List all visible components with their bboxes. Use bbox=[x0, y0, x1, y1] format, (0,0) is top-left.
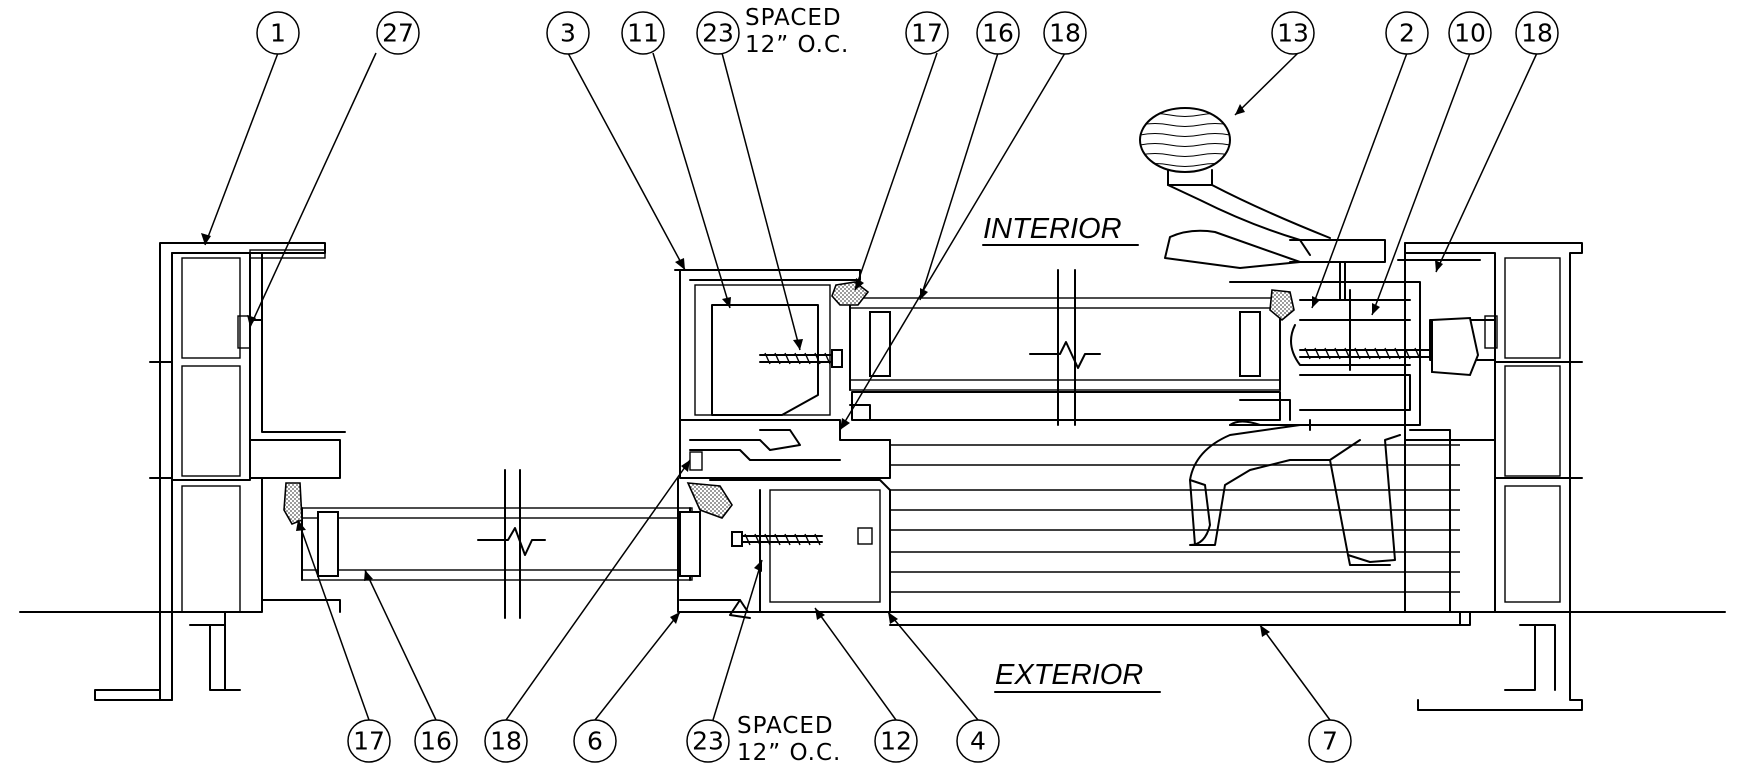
callout-18-top-right: 18 bbox=[1515, 11, 1559, 55]
leader-lines bbox=[204, 52, 1538, 721]
label-interior: INTERIOR bbox=[982, 213, 1139, 246]
callout-18-bottom: 18 bbox=[484, 719, 528, 763]
svg-text:10: 10 bbox=[1454, 19, 1486, 48]
callout-23-bottom: 23 bbox=[686, 719, 730, 763]
exterior-sash bbox=[283, 469, 891, 619]
svg-text:11: 11 bbox=[627, 19, 659, 48]
svg-text:1: 1 bbox=[270, 19, 286, 48]
meeting-rail-lines bbox=[889, 429, 1471, 626]
note-bottom-line2: 12” O.C. bbox=[737, 740, 841, 766]
svg-text:7: 7 bbox=[1322, 727, 1338, 756]
svg-text:2: 2 bbox=[1399, 19, 1415, 48]
svg-text:12: 12 bbox=[880, 727, 912, 756]
label-exterior: EXTERIOR bbox=[994, 659, 1161, 693]
callout-12: 12 bbox=[874, 719, 918, 763]
svg-text:23: 23 bbox=[692, 727, 724, 756]
svg-text:EXTERIOR: EXTERIOR bbox=[995, 659, 1143, 691]
callout-17-bottom: 17 bbox=[347, 719, 391, 763]
svg-text:3: 3 bbox=[560, 19, 576, 48]
note-top-line2: 12” O.C. bbox=[745, 32, 849, 58]
svg-text:17: 17 bbox=[353, 727, 385, 756]
callout-16-top: 16 bbox=[976, 11, 1020, 55]
callout-13: 13 bbox=[1271, 11, 1315, 55]
svg-text:4: 4 bbox=[970, 727, 986, 756]
svg-text:INTERIOR: INTERIOR bbox=[983, 213, 1122, 245]
callout-6: 6 bbox=[573, 719, 617, 763]
callout-4: 4 bbox=[956, 719, 1000, 763]
callout-7: 7 bbox=[1308, 719, 1352, 763]
left-frame bbox=[19, 242, 346, 701]
svg-text:27: 27 bbox=[382, 19, 414, 48]
note-bottom-line1: SPACED bbox=[737, 713, 834, 739]
callout-2: 2 bbox=[1385, 11, 1429, 55]
callout-18-top: 18 bbox=[1043, 11, 1087, 55]
note-top: SPACED 12” O.C. bbox=[745, 5, 849, 58]
callout-23-top: 23 bbox=[696, 11, 740, 55]
svg-text:18: 18 bbox=[1049, 19, 1081, 48]
svg-text:23: 23 bbox=[702, 19, 734, 48]
arrowheads bbox=[201, 104, 1443, 637]
callout-27: 27 bbox=[376, 11, 420, 55]
svg-text:16: 16 bbox=[420, 727, 452, 756]
callout-16-bottom: 16 bbox=[414, 719, 458, 763]
callout-10: 10 bbox=[1448, 11, 1492, 55]
callout-3: 3 bbox=[546, 11, 590, 55]
svg-text:18: 18 bbox=[1521, 19, 1553, 48]
callouts-top: 1 27 3 11 23 17 16 18 bbox=[256, 11, 1559, 55]
callout-11: 11 bbox=[621, 11, 665, 55]
svg-text:18: 18 bbox=[490, 727, 522, 756]
right-frame bbox=[1397, 242, 1726, 711]
note-bottom: SPACED 12” O.C. bbox=[737, 713, 841, 766]
svg-text:16: 16 bbox=[982, 19, 1014, 48]
svg-text:6: 6 bbox=[587, 727, 603, 756]
callout-17-top: 17 bbox=[905, 11, 949, 55]
svg-text:13: 13 bbox=[1277, 19, 1309, 48]
callouts-bottom: 17 16 18 6 23 12 4 7 bbox=[347, 719, 1352, 763]
interior-sash bbox=[674, 269, 1480, 479]
callout-1: 1 bbox=[256, 11, 300, 55]
note-top-line1: SPACED bbox=[745, 5, 842, 31]
svg-text:17: 17 bbox=[911, 19, 943, 48]
